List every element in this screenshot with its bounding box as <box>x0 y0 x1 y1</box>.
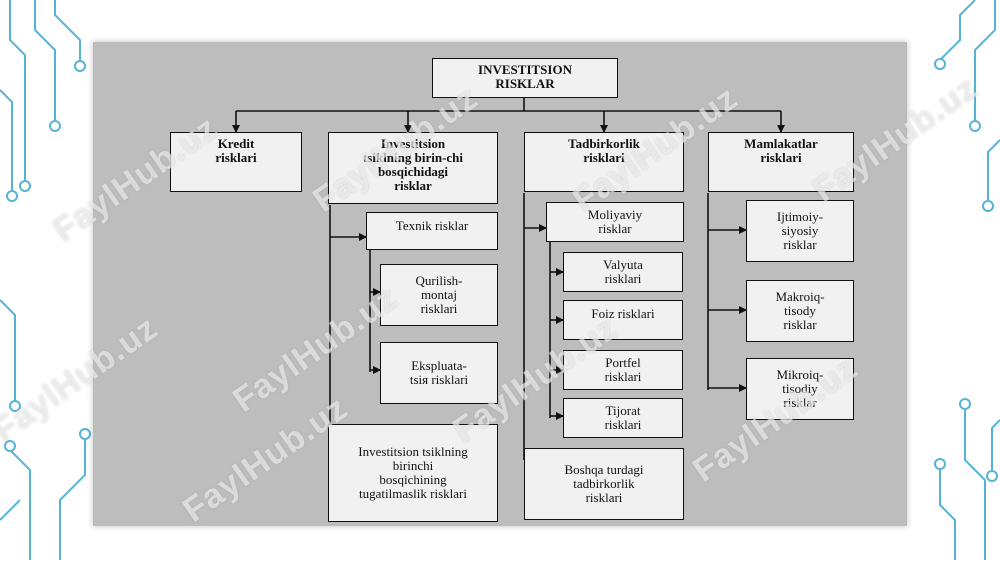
socio-political-risks: Ijtimoiy- siyosiy risklar <box>746 200 854 262</box>
root-node: INVESTITSION RISKLAR <box>432 58 618 98</box>
incompletion-risks: Investitsion tsiklning birinchi bosqichi… <box>328 424 498 522</box>
technical-risks: Texnik risklar <box>366 212 498 250</box>
financial-risks: Moliyaviy risklar <box>546 202 684 242</box>
category-investment-cycle-risks: Investitsion tsiklning birin-chi bosqich… <box>328 132 498 204</box>
category-credit-risks: Kredit risklari <box>170 132 302 192</box>
category-country-risks: Mamlakatlar risklari <box>708 132 854 192</box>
currency-risks: Valyuta risklari <box>563 252 683 292</box>
portfolio-risks: Portfel risklari <box>563 350 683 390</box>
macroeconomic-risks: Makroiq- tisody risklar <box>746 280 854 342</box>
category-business-risks: Tadbirkorlik risklari <box>524 132 684 192</box>
interest-risks: Foiz risklari <box>563 300 683 340</box>
microeconomic-risks: Mikroiq- tisodiy risklar <box>746 358 854 420</box>
other-business-risks: Boshqa turdagi tadbirkorlik risklari <box>524 448 684 520</box>
commercial-risks: Tijorat risklari <box>563 398 683 438</box>
operation-risks: Ekspluata- tsiя risklari <box>380 342 498 404</box>
construction-risks: Qurilish- montaj risklari <box>380 264 498 326</box>
